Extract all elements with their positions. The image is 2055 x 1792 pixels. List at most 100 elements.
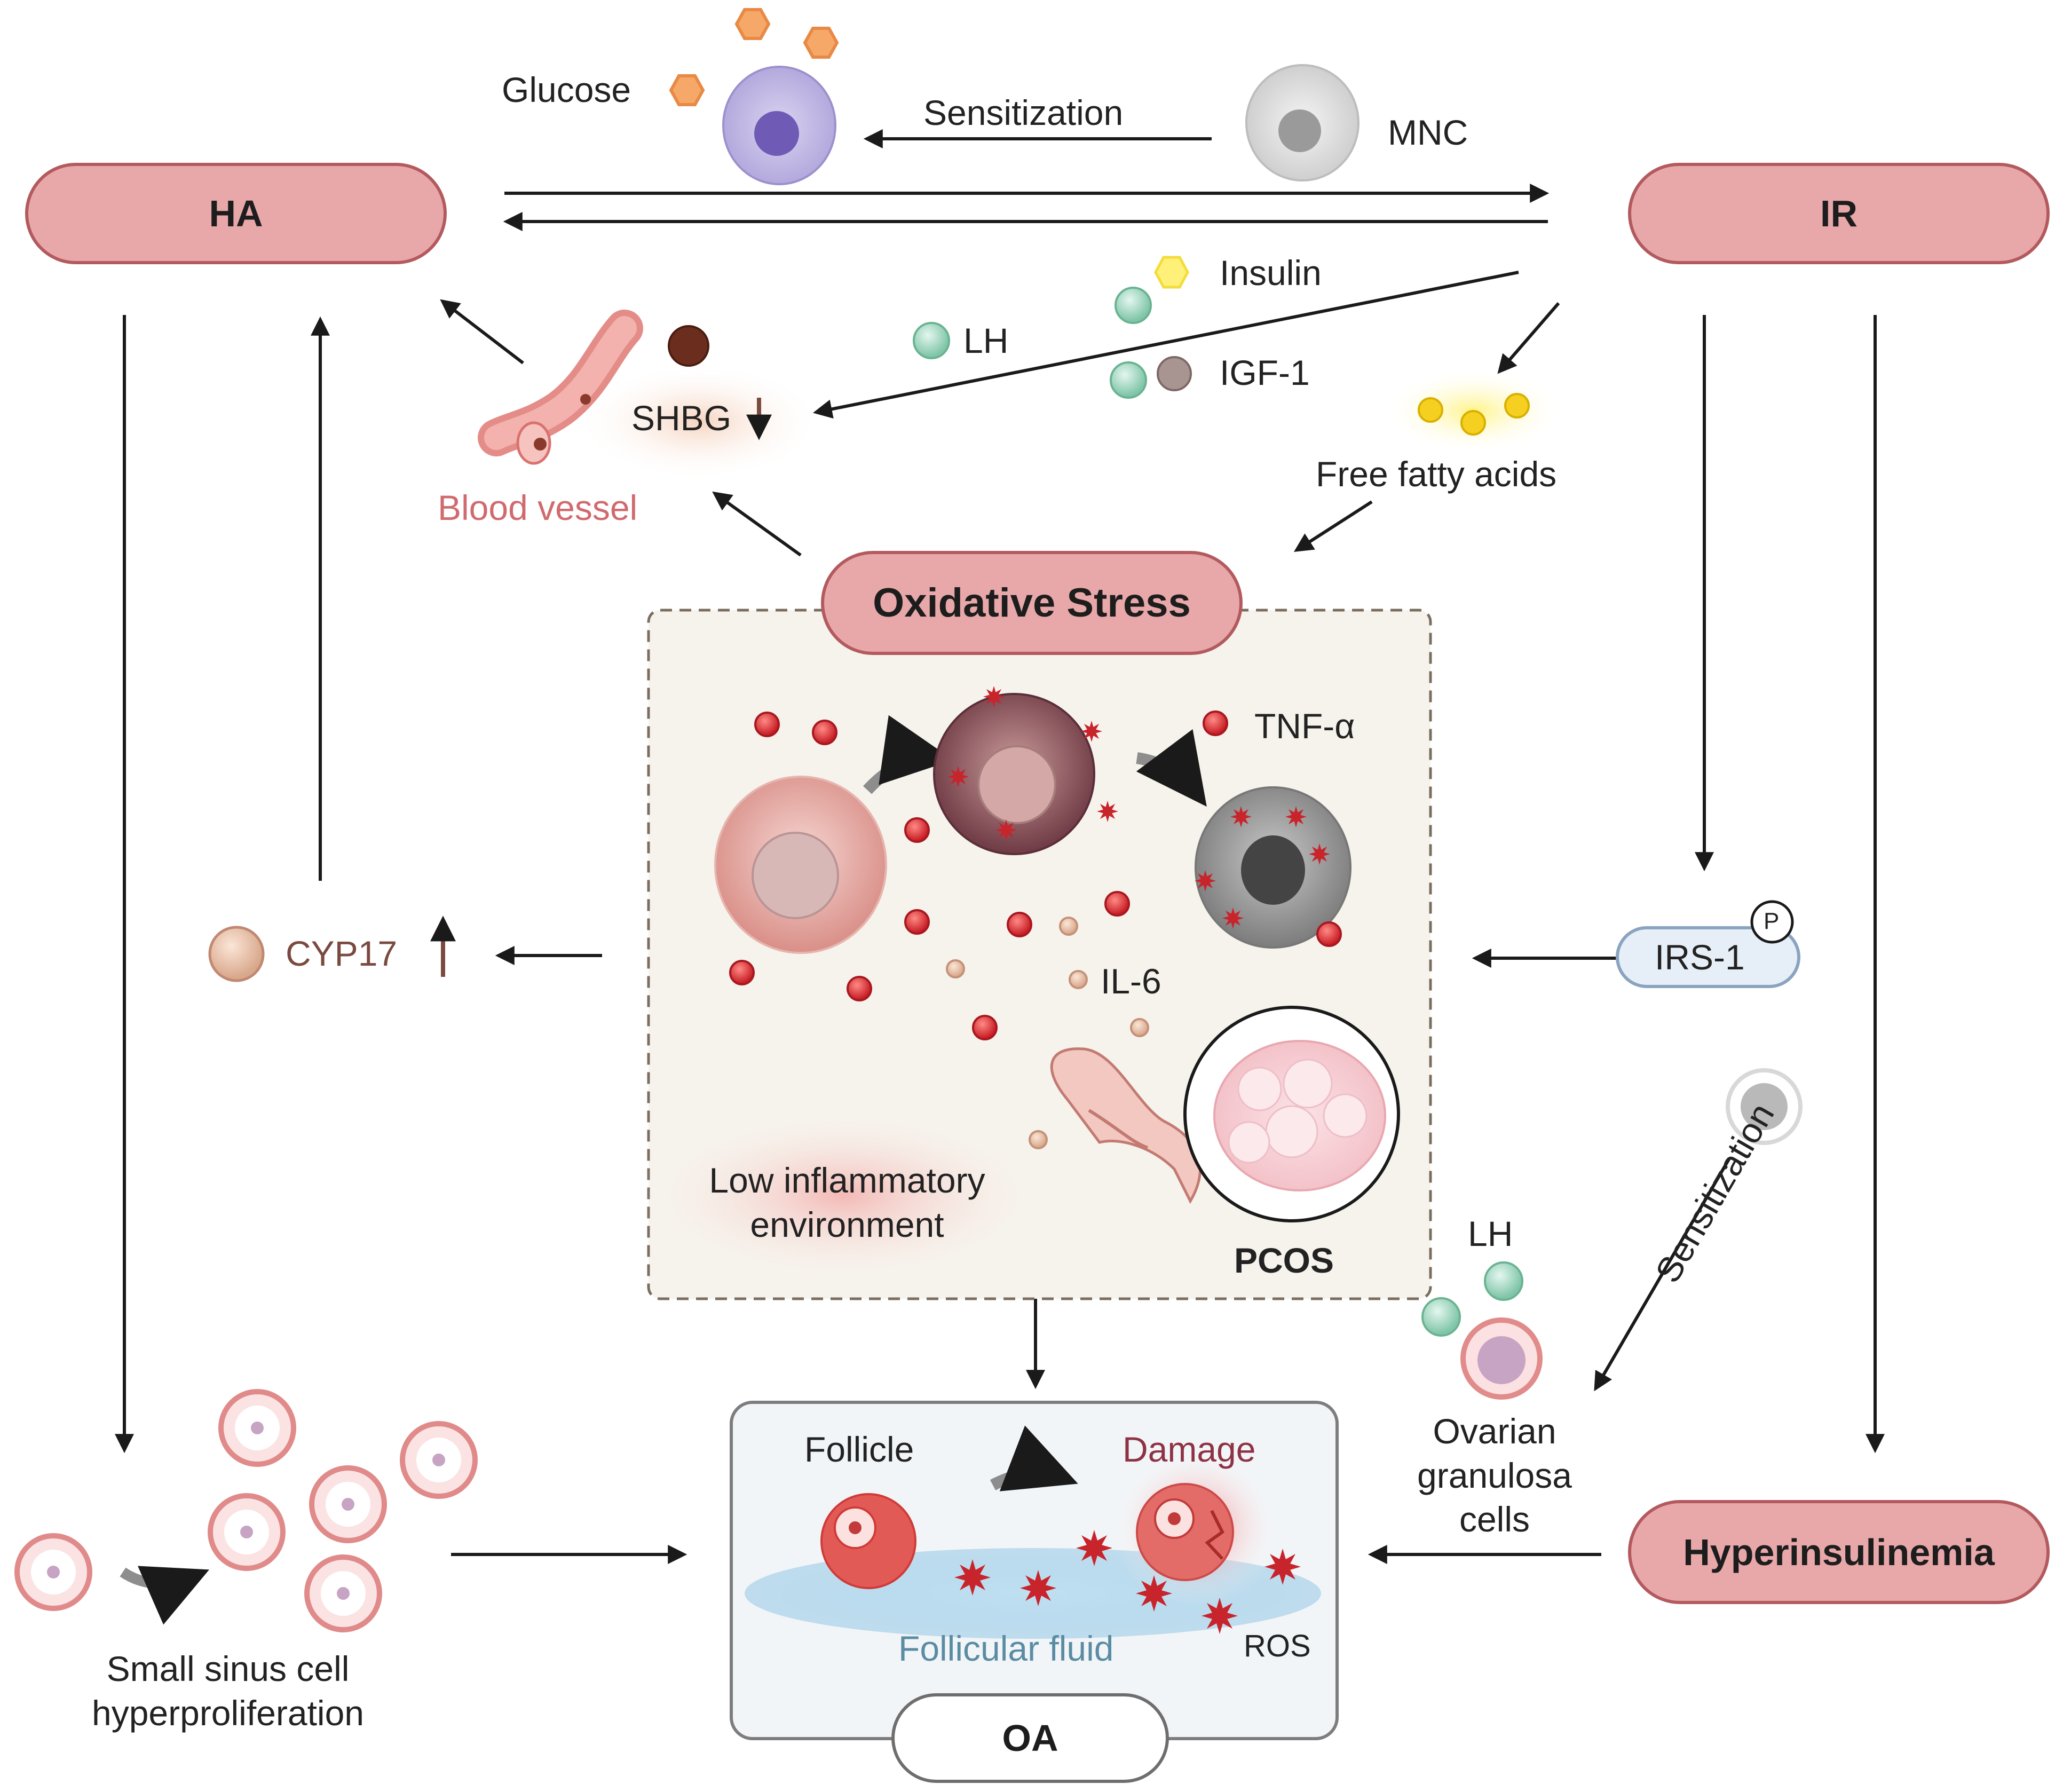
mnc-cell [1245,64,1360,181]
blood-vessel [478,310,643,465]
ros-particle [1136,1575,1172,1612]
ir-label: IR [1820,193,1858,234]
small-sinus-cell [400,1421,478,1499]
oxidative-damage-mark [983,686,1005,707]
lh-right-ball-2 [1421,1297,1461,1337]
tnf-alpha-particle [1316,921,1342,947]
sinus-cell-nucleus [342,1498,354,1511]
insulin-label: Insulin [1220,253,1322,293]
insulin-hexagon [1154,256,1189,289]
tnf-alpha-particle [904,817,930,843]
transition-arrow-2 [1136,729,1207,807]
irs1-pill [1616,926,1800,988]
healthy-cell [714,776,887,954]
oxidative-damage-mark [947,766,969,787]
follicular-fluid-label: Follicular fluid [898,1629,1114,1668]
cyp17-label: CYP17 [286,934,398,973]
ros-particle [954,1559,991,1596]
small-sinus-cell [309,1465,387,1543]
low-inflammatory-label: Low inflammatory environment [709,1158,985,1246]
glucose-hexagons [669,8,839,106]
oxidative-damage-mark [1309,843,1330,865]
sensitizing-cell-right [1726,1068,1803,1145]
oxidative-damage-mark [1285,806,1307,827]
ha-pill: HA [25,163,447,264]
tnf-alpha-particle [972,1015,998,1040]
sinus-cell-nucleus [432,1454,445,1466]
oa-label: OA [1002,1717,1058,1759]
ros-particles [954,1530,1301,1634]
oxidative-damage-mark [1195,870,1216,891]
sinus-cell-nucleus [251,1422,264,1434]
follicle-label: Follicle [804,1430,914,1469]
il6-label: IL-6 [1101,961,1161,1001]
igf1-label: IGF-1 [1220,353,1310,392]
mnc-label: MNC [1388,113,1468,152]
il6-particle [946,959,965,978]
il6-particle [1069,970,1088,989]
oa-pill: OA [891,1693,1169,1783]
tnf-alpha-particle [754,712,780,737]
oxidative-damage-mark [1081,721,1102,742]
arrows [115,129,1885,1564]
tnf-alpha-particle [1104,891,1130,917]
small-sinus-line2: hyperproliferation [92,1693,364,1733]
igf1-brown-ball [1157,356,1192,391]
small-sinus-line1: Small sinus cell [106,1649,350,1688]
damaged-follicle [1136,1483,1234,1581]
arrow-os-to-vessel [712,491,802,557]
low-inflammatory-line2: environment [750,1204,944,1244]
sinus-cell-nucleus [240,1526,253,1538]
tnf-alpha-particle [1007,912,1032,937]
ovarian-line3: cells [1459,1499,1530,1539]
irs1-phospho-label: P [1764,908,1780,934]
shbg-ball [668,325,709,367]
ros-particle [1264,1549,1301,1585]
lh-top-ball [913,322,950,359]
blood-vessel-label: Blood vessel [438,488,638,527]
damage-label: Damage [1123,1430,1256,1469]
stressed-cell [933,693,1095,855]
ha-label: HA [209,193,263,234]
arrow-vessel-to-ha [440,299,524,365]
arrow-ir-to-ffa [1497,302,1560,374]
ovarian-line2: granulosa [1417,1455,1572,1495]
tnf-alpha-particle [1203,711,1228,736]
tnf-alpha-particle [812,720,837,745]
arrow-ir-to-shbg [812,271,1519,419]
low-inflam-glow [630,1105,1057,1286]
follicle-curved-arrow [990,1425,1078,1491]
sinus-curved-arrow [120,1566,209,1625]
igf1-green-ball [1110,361,1147,399]
tnf-alpha-particle [729,960,755,985]
oxidative-damage-mark [1230,806,1252,827]
small-sinus-cell [304,1554,382,1632]
ros-particle [1076,1530,1112,1566]
irs1-label: IRS-1 [1655,937,1745,977]
ros-particle [1202,1598,1238,1634]
dying-cell [1195,786,1351,949]
sinus-cell-nucleus [337,1587,350,1600]
small-sinus-cells [14,1389,478,1632]
pcos-ovary-zoom [1183,1006,1400,1222]
oxidative-stress-pill: Oxidative Stress [821,551,1243,655]
hyperinsulinemia-label: Hyperinsulinemia [1683,1531,1995,1573]
arrow-ffa-to-os [1293,500,1373,552]
tnf-alpha-particle [847,976,872,1001]
tnf-alpha-label: TNF-α [1254,706,1355,746]
oxidative-damage-mark [1097,801,1118,822]
il6-particle [1029,1130,1048,1149]
small-sinus-label: Small sinus cell hyperproliferation [92,1647,364,1735]
oxidative-damage-mark [995,819,1017,841]
pcos-label: PCOS [1234,1241,1334,1280]
ros-label: ROS [1244,1629,1311,1663]
hyperinsulinemia-pill: Hyperinsulinemia [1628,1500,2050,1604]
irs1-phospho-circle [1750,900,1794,944]
ovarian-line1: Ovarian [1433,1411,1556,1451]
sinus-cell-nucleus [47,1566,60,1578]
shbg-label: SHBG [631,398,732,438]
free-fatty-acids-label: Free fatty acids [1316,454,1557,494]
insulin-green-ball [1115,287,1152,324]
tnf-alpha-particle [904,909,930,935]
